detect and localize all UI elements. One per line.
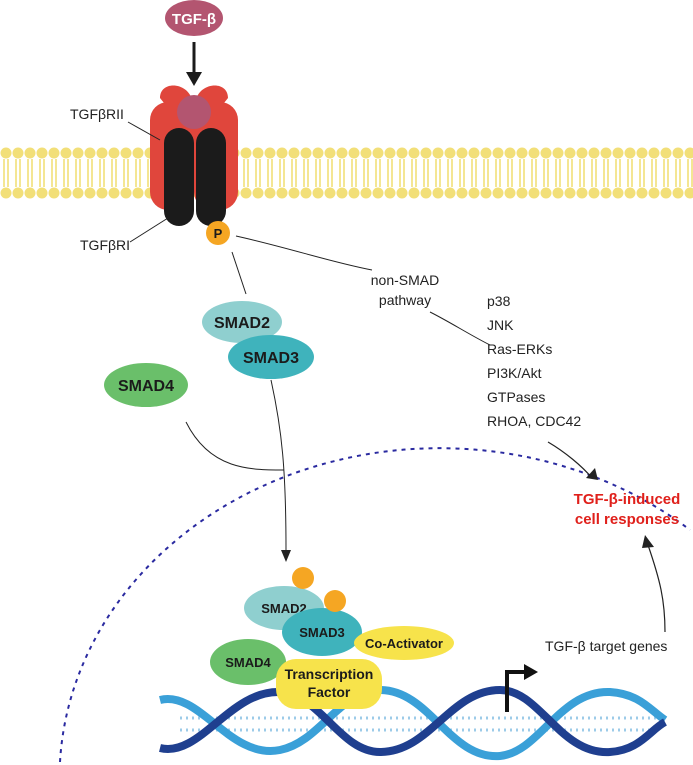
non-smad-targets: p38 JNK Ras-ERKs PI3K/Akt GTPases RHOA, … — [487, 293, 581, 429]
arrowhead-icon — [586, 468, 598, 480]
nuclear-smad3-label: SMAD3 — [299, 625, 345, 640]
connector-line — [231, 251, 247, 295]
target-pi3k-akt: PI3K/Akt — [487, 365, 542, 381]
arrowhead-icon — [281, 550, 291, 562]
tf-label-1: Transcription — [285, 666, 374, 682]
connector-line — [429, 311, 491, 346]
nuclear-smad-complex: SMAD2 SMAD3 SMAD4 — [210, 567, 362, 685]
down-arrow-icon — [186, 42, 202, 86]
smad2-label: SMAD2 — [214, 315, 270, 332]
response-arrow — [547, 441, 593, 479]
genes-arrow — [647, 544, 666, 633]
co-activator: Co-Activator — [354, 626, 454, 660]
nuclear-smad4-label: SMAD4 — [225, 655, 271, 670]
nuclear-smad2-label: SMAD2 — [261, 601, 307, 616]
tgfbrii-label: TGFβRII — [70, 106, 124, 122]
nuclear-envelope — [59, 447, 691, 763]
phosphate-label: P — [214, 226, 223, 241]
cell-membrane — [0, 147, 693, 199]
phosphate-icon — [324, 590, 346, 612]
target-p38: p38 — [487, 293, 511, 309]
phosphate-icon: P — [206, 221, 230, 245]
ligand-label: TGF-β — [172, 11, 216, 28]
receptor-complex — [150, 85, 238, 226]
phosphate-icon — [292, 567, 314, 589]
responses-line2: cell responses — [575, 511, 679, 528]
smad3-path — [270, 379, 287, 551]
arrowhead-icon — [642, 535, 654, 548]
dna-helix — [159, 685, 668, 761]
promoter-arrow — [505, 670, 526, 712]
smad2-cyto: SMAD2 — [202, 301, 282, 343]
non-smad-label-2: pathway — [379, 292, 431, 308]
smad4-path — [185, 421, 285, 471]
smad3-label: SMAD3 — [243, 350, 299, 367]
target-rhoa-cdc42: RHOA, CDC42 — [487, 413, 581, 429]
target-genes-label: TGF-β target genes — [545, 638, 667, 654]
responses-line1: TGF-β-induced — [574, 491, 681, 508]
tgfbri-label: TGFβRI — [80, 237, 130, 253]
smad4-label: SMAD4 — [118, 378, 174, 395]
co-activator-label: Co-Activator — [365, 636, 443, 651]
arrowhead-icon — [524, 664, 538, 680]
non-smad-label-1: non-SMAD — [371, 272, 439, 288]
smad3-cyto: SMAD3 — [228, 335, 314, 379]
tgf-beta-ligand: TGF-β — [165, 0, 223, 36]
target-gtpases: GTPases — [487, 389, 545, 405]
connector-line — [235, 235, 373, 271]
smad4-cyto: SMAD4 — [104, 363, 188, 407]
transcription-factor: Transcription Factor — [276, 659, 382, 709]
target-jnk: JNK — [487, 317, 514, 333]
bound-ligand — [177, 95, 211, 129]
tf-label-2: Factor — [308, 684, 351, 700]
target-ras-erks: Ras-ERKs — [487, 341, 552, 357]
